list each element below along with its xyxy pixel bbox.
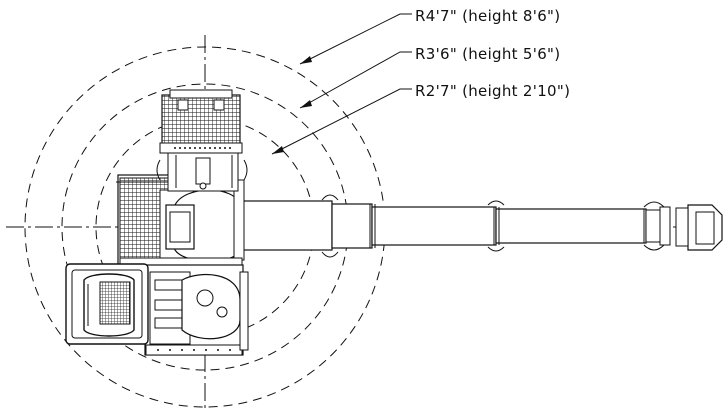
callout-outer-radius: R4'7" (height 8'6") bbox=[415, 7, 560, 25]
callout-inner-radius: R2'7" (height 2'10") bbox=[415, 82, 570, 100]
callout-labels: R4'7" (height 8'6") R3'6" (height 5'6") … bbox=[415, 7, 570, 100]
leader-lines bbox=[271, 13, 412, 155]
boom bbox=[239, 194, 723, 258]
operator-platform bbox=[65, 263, 149, 345]
turret bbox=[116, 174, 245, 267]
control-box bbox=[156, 89, 248, 192]
callout-middle-radius: R3'6" (height 5'6") bbox=[415, 45, 560, 63]
chassis bbox=[144, 264, 249, 356]
